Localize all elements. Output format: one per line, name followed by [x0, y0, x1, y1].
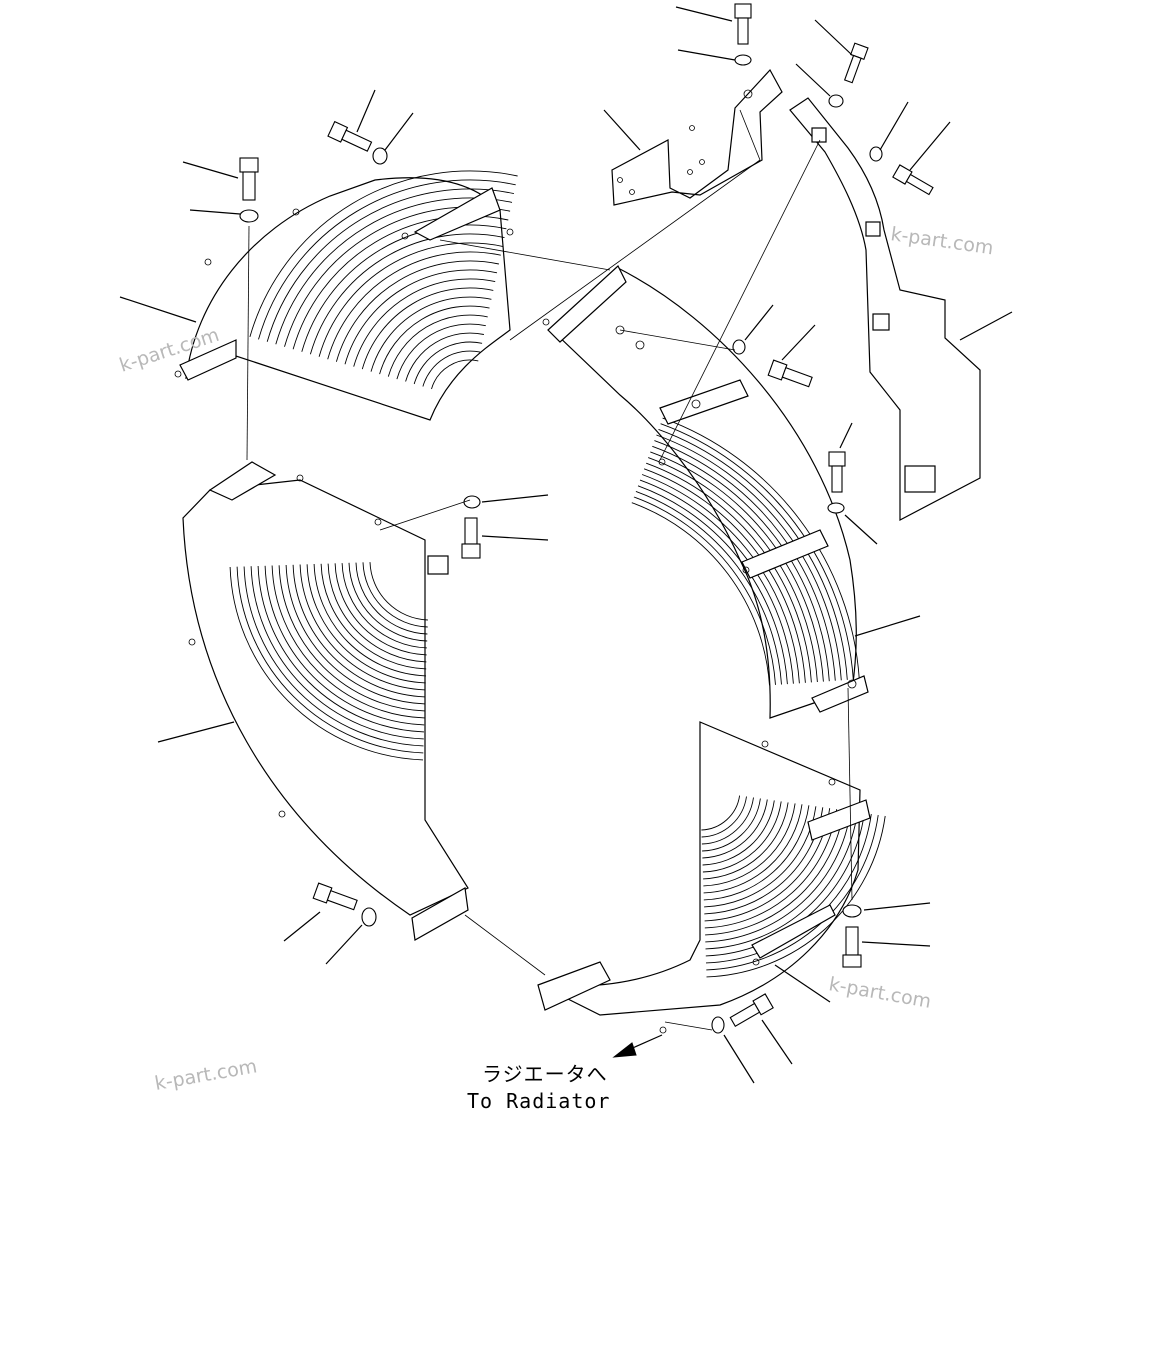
shroud-upper-left: [174, 170, 518, 421]
shroud-upper-right: [542, 265, 869, 719]
shroud-lower-left: [182, 461, 469, 941]
caption-japanese: ラジエータへ: [482, 1062, 608, 1086]
bolt-icon: [828, 451, 846, 493]
washer-icon: [842, 904, 862, 918]
washer-icon: [463, 495, 481, 509]
bolt-icon: [461, 517, 481, 559]
washer-icon: [372, 147, 388, 165]
hardware: [239, 3, 934, 1034]
bolt-icon: [767, 359, 813, 388]
washer-icon: [711, 1016, 725, 1034]
washer-icon: [361, 907, 377, 927]
caption-to-radiator: To Radiator: [467, 1089, 610, 1113]
bolt-icon: [312, 882, 358, 911]
washer-icon: [239, 209, 259, 223]
bolt-icon: [239, 157, 259, 201]
washer-icon: [828, 94, 844, 108]
shroud-lower-right: [537, 721, 886, 1034]
bolt-icon: [842, 926, 862, 968]
side-cover-right: [789, 97, 981, 521]
washer-icon: [734, 54, 752, 66]
bolt-icon: [734, 3, 752, 45]
bolt-icon: [327, 120, 373, 152]
watermark: k-part.com: [153, 1055, 259, 1095]
bolt-icon: [729, 993, 774, 1027]
washer-icon: [869, 146, 883, 162]
to-radiator-arrow: [612, 1034, 663, 1058]
watermark: k-part.com: [889, 223, 995, 259]
bolt-icon: [892, 164, 934, 196]
assembly-lines: [246, 109, 853, 1031]
washer-icon: [827, 502, 845, 514]
leader-lines: [119, 6, 1013, 1084]
washer-icon: [732, 339, 746, 355]
watermark: k-part.com: [827, 973, 933, 1013]
bolt-icon: [843, 42, 869, 84]
mounting-bracket-top: [611, 68, 783, 206]
